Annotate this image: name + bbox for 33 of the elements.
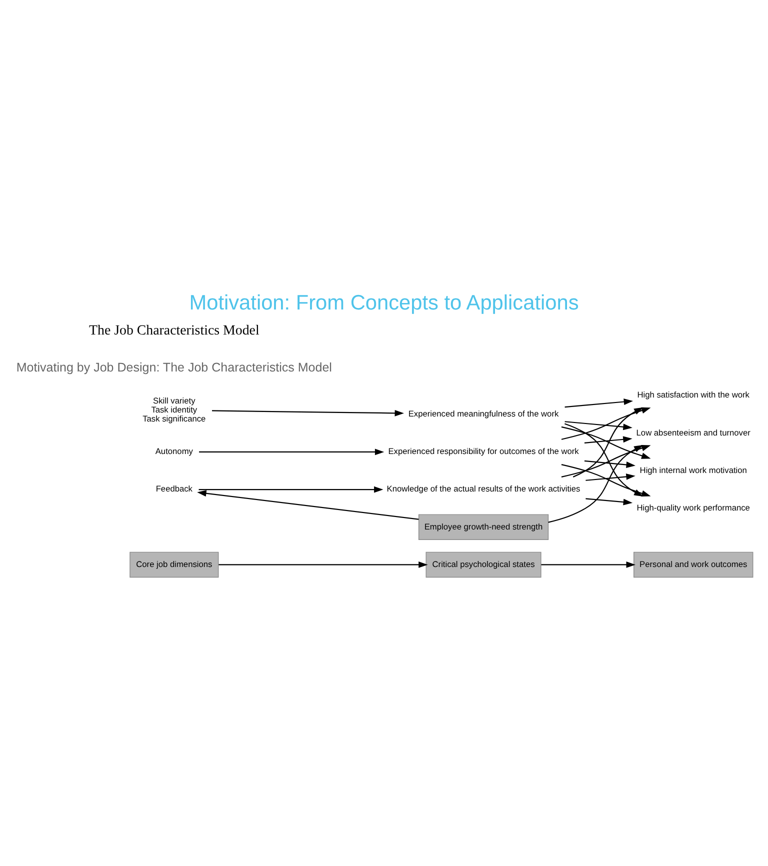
node-box: Personal and work outcomes bbox=[634, 551, 754, 578]
arrow bbox=[586, 498, 633, 505]
arrow bbox=[197, 490, 419, 520]
node-text: Autonomy bbox=[155, 446, 193, 456]
node-text: High internal work motivation bbox=[640, 464, 747, 474]
arrow bbox=[572, 406, 644, 477]
arrow bbox=[212, 409, 404, 416]
arrow bbox=[199, 448, 384, 455]
node-text: Experienced responsibility for outcomes of the work bbox=[388, 446, 579, 456]
node-text: Knowledge of the actual results of the work activities bbox=[386, 483, 580, 494]
node-text: Experienced meaningfulness of the work bbox=[408, 408, 559, 418]
arrow bbox=[561, 444, 651, 477]
arrow bbox=[586, 473, 636, 480]
node-text: High satisfaction with the work bbox=[637, 389, 750, 400]
node-box: Critical psychological states bbox=[426, 551, 542, 578]
node-text: Feedback bbox=[156, 483, 192, 494]
node-box: Core job dimensions bbox=[130, 551, 219, 578]
node-text: High-quality work performance bbox=[636, 502, 750, 512]
diagram-title: Motivation: From Concepts to Applications bbox=[189, 290, 579, 314]
arrow bbox=[218, 560, 428, 568]
node-text: Low absenteeism and turnover bbox=[636, 426, 750, 437]
label: The Job Characteristics Model bbox=[89, 322, 260, 338]
arrow bbox=[198, 486, 384, 492]
arrow bbox=[584, 436, 632, 443]
node-text: Skill variety Task identity Task significance bbox=[142, 394, 206, 423]
label: Motivating by Job Design: The Job Characteristics Model bbox=[16, 360, 332, 374]
arrow bbox=[564, 420, 632, 430]
arrow bbox=[541, 560, 636, 568]
arrow bbox=[561, 406, 651, 440]
arrow bbox=[584, 460, 636, 468]
node-box: Employee growth-need strength bbox=[418, 514, 549, 540]
arrow bbox=[561, 426, 651, 458]
arrow bbox=[564, 398, 634, 408]
